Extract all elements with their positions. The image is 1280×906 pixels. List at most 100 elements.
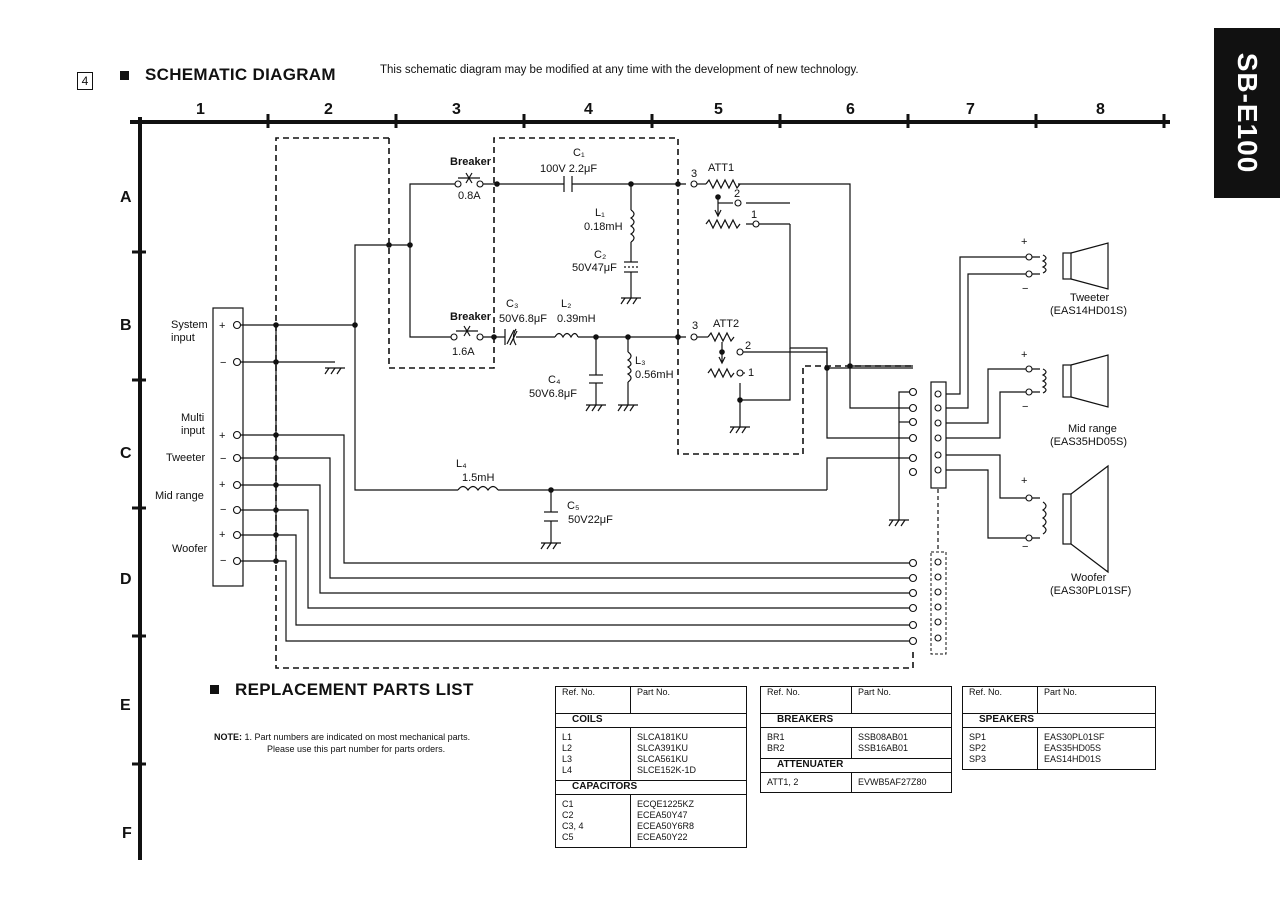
grid-row-e: E xyxy=(120,697,131,714)
parts-list-title: REPLACEMENT PARTS LIST xyxy=(235,680,474,699)
note-line-1: 1. Part numbers are indicated on most me… xyxy=(244,732,471,742)
c3-ref: C₃ xyxy=(506,298,518,310)
grid-col-4: 4 xyxy=(584,101,593,118)
c5-ref: C₅ xyxy=(567,500,579,512)
svg-text:+: + xyxy=(1021,236,1027,248)
svg-text:−: − xyxy=(1022,541,1028,553)
grid-col-7: 7 xyxy=(966,101,975,118)
page-number-box: 4 xyxy=(77,72,93,90)
attenuator-att1-symbol xyxy=(690,178,760,230)
mid-range-speaker xyxy=(1025,354,1109,408)
svg-text:−: − xyxy=(220,357,226,369)
l1-ref: L₁ xyxy=(595,207,605,219)
internal-terminal-column xyxy=(908,387,918,646)
model-tab: SB-E100 xyxy=(1214,28,1280,198)
capacitor-c3-symbol xyxy=(504,328,518,346)
att1-pin2: 2 xyxy=(734,188,740,200)
grid-col-8: 8 xyxy=(1096,101,1105,118)
svg-text:−: − xyxy=(1022,401,1028,413)
grid-column-labels: 1 2 3 4 5 6 7 8 xyxy=(196,101,1105,118)
breaker-1-symbol xyxy=(454,172,484,188)
capacitor-c2-symbol xyxy=(624,261,638,273)
att1-label: ATT1 xyxy=(708,162,734,174)
grid-col-1: 1 xyxy=(196,101,205,118)
title-bullet xyxy=(120,71,129,80)
note-line-2: Please use this part number for parts or… xyxy=(267,744,446,754)
input-terminals xyxy=(232,320,242,566)
diagram-subtitle: This schematic diagram may be modified a… xyxy=(380,64,859,76)
att2-label: ATT2 xyxy=(713,318,739,330)
c2-ref: C₂ xyxy=(594,249,606,261)
c1-value: 100V 2.2μF xyxy=(540,163,597,175)
grid-row-f: F xyxy=(122,825,132,842)
tweeter-speaker xyxy=(1025,242,1109,290)
mid-input-label: Mid range xyxy=(155,490,204,502)
att2-pin3: 3 xyxy=(692,320,698,332)
mid-name: Mid range xyxy=(1068,423,1117,435)
l3-value: 0.56mH xyxy=(635,369,674,381)
c1-ref: C₁ xyxy=(573,147,585,159)
svg-text:+: + xyxy=(219,430,225,442)
svg-text:−: − xyxy=(220,504,226,516)
grid-row-d: D xyxy=(120,571,132,588)
note-label: NOTE: xyxy=(214,732,242,742)
grid-row-b: B xyxy=(120,317,132,334)
tweeter-input-label: Tweeter xyxy=(166,452,205,464)
breaker2-title: Breaker xyxy=(450,311,492,323)
c2-value: 50V47μF xyxy=(572,262,617,274)
woofer-name: Woofer xyxy=(1071,572,1107,584)
att2-pin1: 1 xyxy=(748,367,754,379)
att2-pin2: 2 xyxy=(745,340,751,352)
l3-ref: L₃ xyxy=(635,355,646,367)
grid-col-3: 3 xyxy=(452,101,461,118)
grid-row-labels: A B C D E F xyxy=(120,189,132,842)
svg-text:+: + xyxy=(1021,475,1027,487)
parts-note: NOTE: 1. Part numbers are indicated on m… xyxy=(214,731,470,755)
grid-col-5: 5 xyxy=(714,101,723,118)
capacitor-c1-symbol xyxy=(563,176,573,192)
diagram-title: SCHEMATIC DIAGRAM xyxy=(145,65,336,84)
svg-text:+: + xyxy=(219,479,225,491)
svg-text:+: + xyxy=(1021,349,1027,361)
c5-value: 50V22μF xyxy=(568,514,613,526)
woofer-speaker xyxy=(1025,464,1109,574)
l2-ref: L₂ xyxy=(561,298,571,310)
grid-frame xyxy=(130,114,1170,860)
grid-col-2: 2 xyxy=(324,101,333,118)
inductor-l2-symbol xyxy=(554,332,579,339)
grid-col-6: 6 xyxy=(846,101,855,118)
mid-part: (EAS35HD05S) xyxy=(1050,436,1127,448)
c4-ref: C₄ xyxy=(548,374,561,386)
woofer-input-label: Woofer xyxy=(172,543,208,555)
inductor-l3-symbol xyxy=(626,351,632,383)
breaker1-title: Breaker xyxy=(450,156,492,168)
speaker-labels: + − + − + − Tweeter (EAS14HD01S) Mid ran… xyxy=(1021,236,1131,597)
parts-bullet xyxy=(210,685,219,694)
ground-symbols xyxy=(324,297,909,550)
svg-text:−: − xyxy=(220,555,226,567)
c4-value: 50V6.8μF xyxy=(529,388,577,400)
l4-ref: L₄ xyxy=(456,458,467,470)
grid-row-a: A xyxy=(120,189,132,206)
capacitor-c5-symbol xyxy=(544,511,558,522)
l4-value: 1.5mH xyxy=(462,472,494,484)
attenuator-att2-symbol xyxy=(690,331,744,379)
grid-row-c: C xyxy=(120,445,132,462)
c3-value: 50V6.8μF xyxy=(499,313,547,325)
woofer-part: (EAS30PL01SF) xyxy=(1050,585,1131,597)
capacitor-c4-symbol xyxy=(589,374,603,384)
l2-value: 0.39mH xyxy=(557,313,596,325)
breaker2-value: 1.6A xyxy=(452,346,475,358)
l1-value: 0.18mH xyxy=(584,221,623,233)
tweeter-part: (EAS14HD01S) xyxy=(1050,305,1127,317)
wiring xyxy=(241,183,1040,642)
svg-text:−: − xyxy=(1022,283,1028,295)
inductor-l1-symbol xyxy=(629,209,635,243)
